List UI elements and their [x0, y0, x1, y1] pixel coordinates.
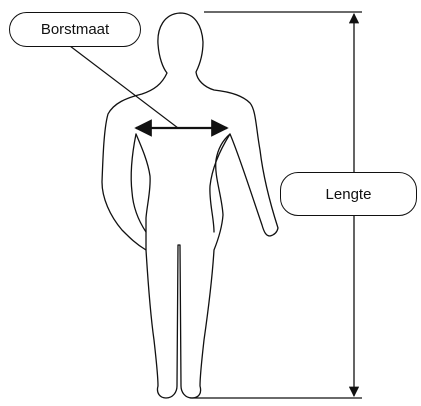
length-label: Lengte: [280, 172, 417, 216]
left-torso-side: [136, 134, 150, 250]
left-arm-inner: [131, 134, 146, 232]
chest-label: Borstmaat: [9, 12, 141, 47]
chest-leader-line: [70, 46, 178, 128]
body-outline: [102, 13, 278, 398]
